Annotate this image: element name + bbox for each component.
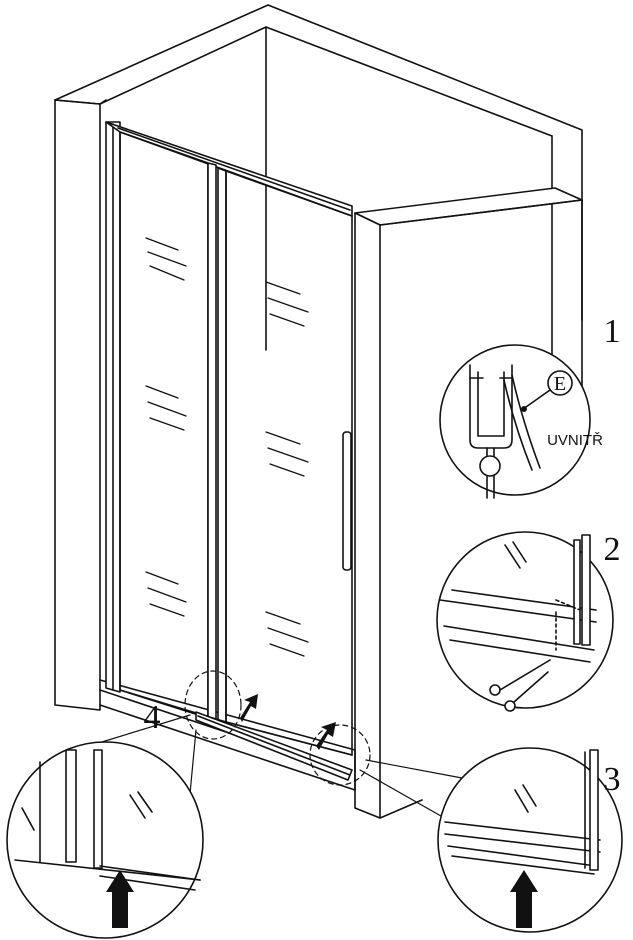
glass-reflection-marks [145, 237, 309, 657]
sliding-door [105, 121, 353, 756]
step-number-4: 4 [144, 699, 161, 736]
bottom-seals [195, 711, 353, 781]
inside-label: UVNITŘ [547, 432, 603, 449]
marker-letter-e: E [554, 373, 566, 395]
step-number-3: 3 [604, 761, 621, 798]
enclosure-walls [54, 4, 583, 819]
step-number-2: 2 [604, 531, 621, 568]
detail-4-left-seal [6, 741, 204, 939]
step-number-1: 1 [604, 313, 621, 350]
detail-3-right-seal [437, 747, 623, 933]
detail-2-cut-seal [436, 531, 614, 712]
detail-1-seal-profile [439, 344, 591, 499]
callout-circles [184, 670, 371, 786]
insert-arrows [240, 694, 336, 750]
